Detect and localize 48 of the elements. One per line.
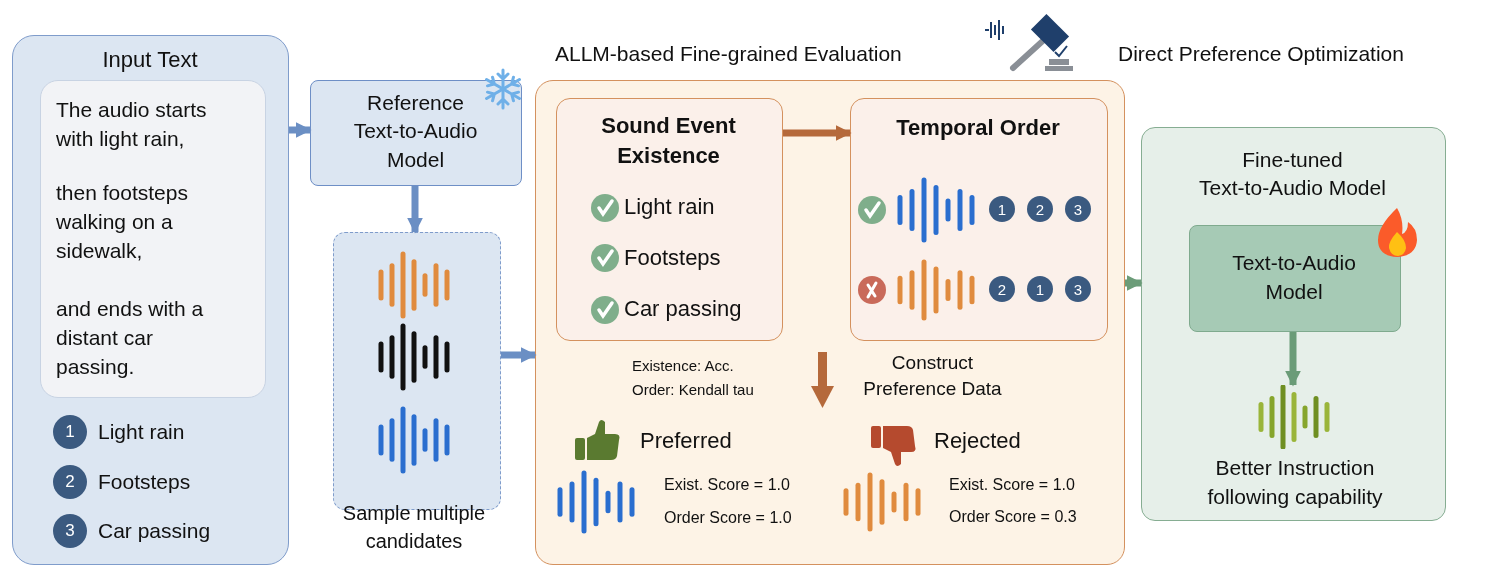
event-label: Light rain <box>624 193 716 221</box>
node-label: Sample multiple candidates <box>341 501 487 554</box>
metric-note: Existence: Acc. <box>632 356 735 376</box>
model-box <box>1188 224 1401 332</box>
result-label: Rejected <box>934 427 1022 455</box>
prompt-card <box>39 79 266 398</box>
number-badge: 2 <box>1027 196 1053 222</box>
criteria-box <box>555 97 783 341</box>
event-label: Light rain <box>98 419 186 445</box>
prompt-text: and ends with a distant car passing. <box>56 296 205 380</box>
arrow <box>1125 274 1143 292</box>
arrow <box>783 124 852 142</box>
model-name: Reference Text-to-Audio Model <box>352 89 479 174</box>
metric-note: Order: Kendall tau <box>632 380 755 400</box>
number-badge: 1 <box>1027 276 1053 302</box>
arrow <box>289 121 312 139</box>
score-text: Exist. Score = 1.0 <box>949 475 1076 495</box>
model-panel <box>1141 127 1446 521</box>
arrow <box>501 346 537 364</box>
score-text: Order Score = 1.0 <box>664 508 793 528</box>
arrow <box>1284 332 1302 387</box>
box-title: Sound Event Existence <box>600 112 737 171</box>
event-label: Car passing <box>98 518 212 544</box>
evaluation-panel <box>535 80 1125 565</box>
event-label: Car passing <box>624 295 743 323</box>
panel-title: Input Text <box>101 45 199 74</box>
prompt-text: then footsteps walking on a sidewalk, <box>56 180 189 264</box>
prompt-text: The audio starts with light rain, <box>56 97 208 152</box>
section-title: ALLM-based Fine-grained Evaluation <box>555 41 903 67</box>
score-text: Exist. Score = 1.0 <box>664 475 791 495</box>
section-title: Direct Preference Optimization <box>1118 41 1405 67</box>
node-label: Better Instruction following capability <box>1206 455 1384 510</box>
score-text: Order Score = 0.3 <box>949 507 1078 527</box>
step-label: Construct Preference Data <box>862 351 1003 402</box>
event-label: Footsteps <box>624 244 722 272</box>
input-panel <box>12 35 289 565</box>
panel-title: Fine-tuned Text-to-Audio Model <box>1198 146 1387 202</box>
result-label: Preferred <box>640 427 733 455</box>
arrow <box>406 186 424 234</box>
number-badge: 2 <box>989 276 1015 302</box>
number-badge: 1 <box>989 196 1015 222</box>
criteria-box <box>849 97 1108 341</box>
number-badge: 3 <box>1065 196 1091 222</box>
box-title: Temporal Order <box>895 114 1061 142</box>
model-box <box>310 80 522 186</box>
number-badge: 3 <box>1065 276 1091 302</box>
model-name: Text-to-Audio Model <box>1231 250 1357 305</box>
event-label: Footsteps <box>98 469 192 495</box>
